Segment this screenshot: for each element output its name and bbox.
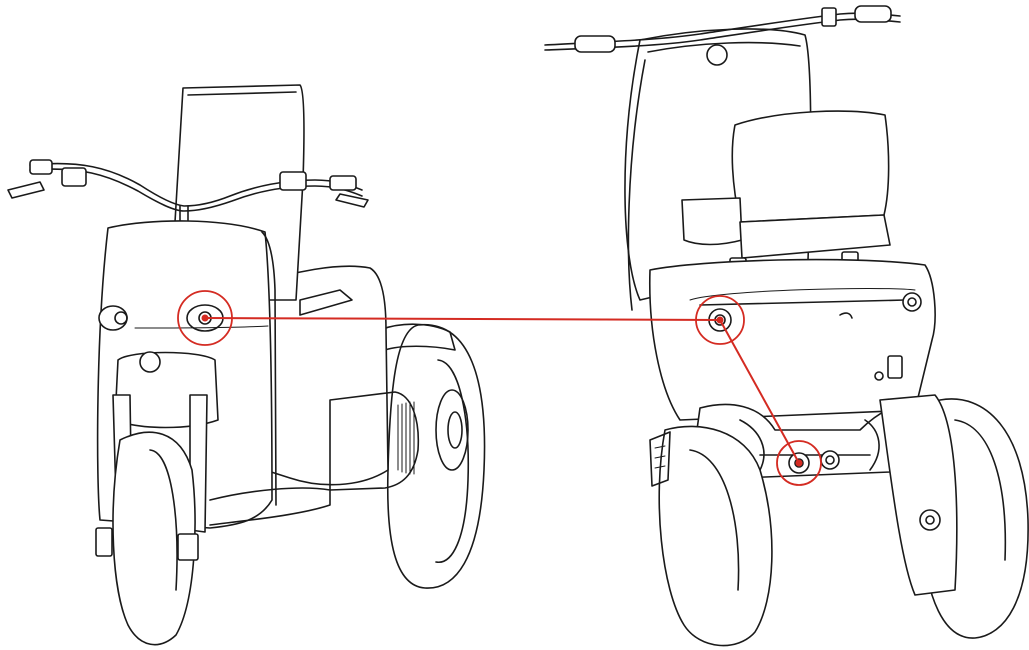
highlight-ring-front-fitting (177, 290, 233, 346)
highlight-dot-front-fitting (201, 314, 209, 322)
highlight-dot-rear-upper-fitting (716, 316, 724, 324)
left-indicator (98, 305, 128, 331)
rear-view-left-wheel (649, 425, 773, 647)
front-view-handlebar (7, 159, 369, 226)
rear-view-right-wheel (879, 394, 1029, 639)
rear-view-handlebar (544, 5, 901, 66)
highlight-ring-rear-lower-fitting (776, 440, 822, 486)
highlight-ring-rear-upper-fitting (695, 295, 745, 345)
front-view-scooter (7, 84, 486, 646)
front-view-rear-wheel (379, 323, 486, 589)
highlight-layer (177, 290, 822, 486)
rear-view-body (648, 258, 936, 421)
front-view-footboard (209, 487, 331, 526)
right-upper-bolt (902, 292, 922, 312)
highlight-dot-rear-lower-fitting (795, 459, 803, 467)
front-view-front-wheel (95, 351, 219, 646)
rear-lower-bolt-2 (820, 450, 840, 470)
connector-front-to-rear-upper (204, 317, 721, 321)
front-view-side-body (254, 265, 420, 491)
rear-view-scooter (544, 5, 1029, 647)
vent-grille (397, 401, 415, 475)
connector-rear-upper-to-rear-lower (719, 319, 800, 464)
